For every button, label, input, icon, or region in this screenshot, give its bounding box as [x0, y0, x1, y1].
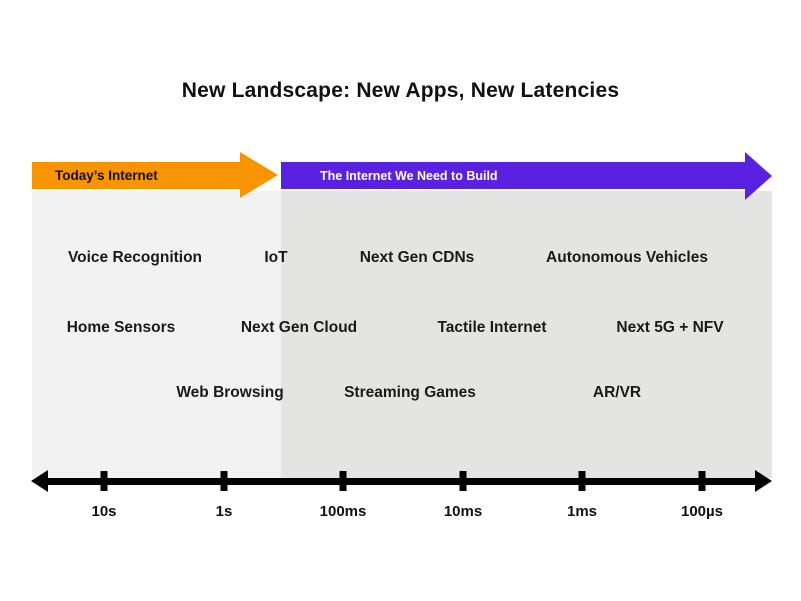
app-label-web-browsing: Web Browsing — [176, 384, 284, 401]
axis-tick-1ms — [578, 471, 586, 491]
axis-tick-10ms — [459, 471, 467, 491]
app-label-streaming-games: Streaming Games — [344, 384, 476, 401]
app-label-next-gen-cloud: Next Gen Cloud — [240, 319, 358, 336]
axis-tick-label-10s: 10s — [91, 503, 117, 520]
axis-tick-1s — [220, 471, 228, 491]
app-label-next-5g-nfv: Next 5G + NFV — [616, 319, 724, 336]
app-label-autonomous-vehicles: Autonomous Vehicles — [546, 249, 708, 266]
future-arrow-head-icon — [745, 152, 772, 200]
axis-tick-100us — [698, 471, 706, 491]
app-label-home-sensors: Home Sensors — [66, 319, 176, 336]
today-arrow-head-icon — [240, 152, 278, 198]
app-label-iot: IoT — [264, 249, 288, 266]
today-arrow: Today’s Internet — [32, 162, 240, 189]
page-title: New Landscape: New Apps, New Latencies — [181, 79, 620, 102]
today-arrow-label: Today’s Internet — [55, 168, 158, 183]
axis-tick-100ms — [339, 471, 347, 491]
app-label-tactile-internet: Tactile Internet — [437, 319, 547, 336]
axis-tick-label-100ms: 100ms — [319, 503, 367, 520]
today-era-panel — [32, 191, 281, 478]
future-arrow-label: The Internet We Need to Build — [320, 168, 498, 183]
app-label-next-gen-cdns: Next Gen CDNs — [359, 249, 475, 266]
axis-right-arrow-icon — [755, 470, 772, 492]
app-label-ar-vr: AR/VR — [592, 384, 642, 401]
axis-tick-label-10ms: 10ms — [443, 503, 483, 520]
latency-axis — [40, 478, 762, 485]
future-arrow: The Internet We Need to Build — [281, 162, 745, 189]
axis-tick-label-1ms: 1ms — [566, 503, 598, 520]
axis-tick-label-100us: 100µs — [680, 503, 724, 520]
future-era-panel — [281, 191, 772, 478]
axis-tick-10s — [100, 471, 108, 491]
app-label-voice-recognition: Voice Recognition — [67, 249, 203, 266]
axis-tick-label-1s: 1s — [215, 503, 233, 520]
axis-left-arrow-icon — [31, 470, 48, 492]
